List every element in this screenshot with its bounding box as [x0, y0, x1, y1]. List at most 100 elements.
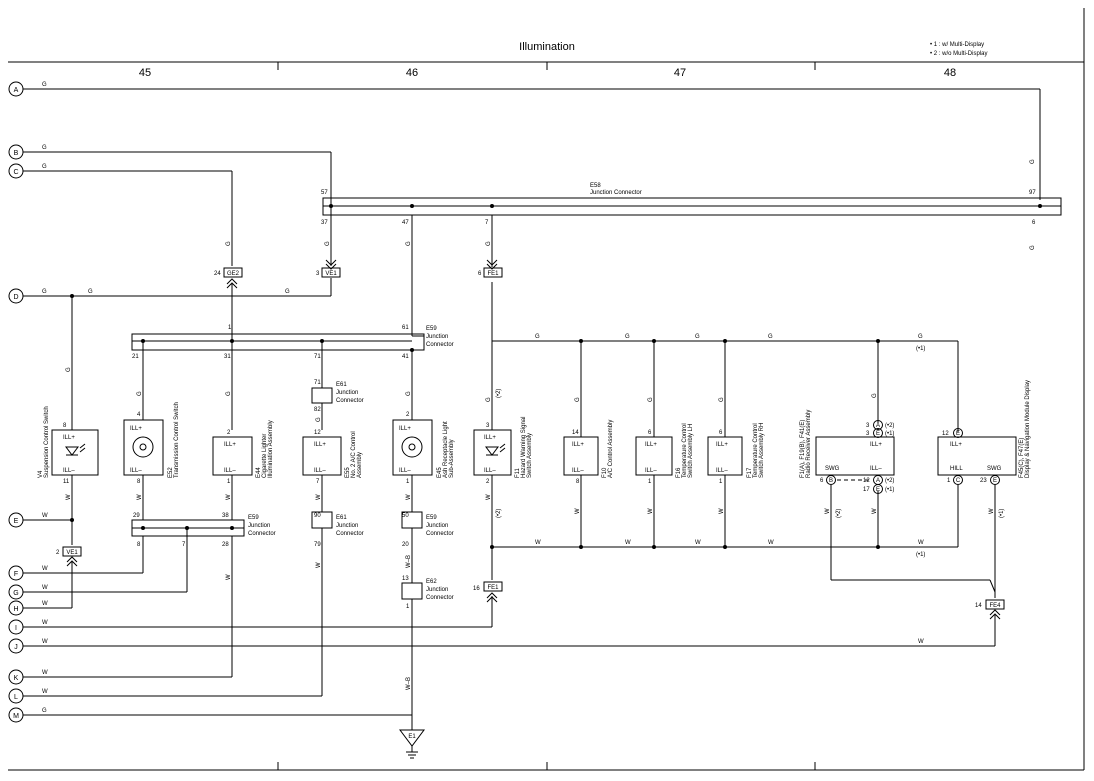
variant-mark: (•2) [885, 478, 894, 484]
wire-color: W [872, 508, 878, 514]
terminal-label: ILL+ [484, 435, 496, 441]
wire-color: G [316, 417, 322, 422]
grid-col-47: 47 [674, 67, 686, 79]
terminal-label: ILL+ [63, 435, 75, 441]
wire-color: W [918, 540, 924, 546]
wire-color: G [535, 334, 540, 340]
connector-code: E59 [426, 515, 437, 521]
component-code: F10 [602, 467, 608, 478]
pin-number: 23 [980, 478, 987, 484]
wire-color: W [42, 566, 48, 572]
pin-number: 2 [406, 412, 410, 418]
wire-color: W [42, 670, 48, 676]
grid-col-48: 48 [944, 67, 956, 79]
connector-name: Junction Connector [590, 190, 642, 196]
wire-letter-e: E [14, 518, 19, 525]
pin-number: 16 [473, 586, 480, 592]
pin-number: 2 [486, 479, 490, 485]
wire-color: G [648, 397, 654, 402]
connector-name: Connector [336, 531, 364, 537]
wire-color: G [285, 289, 290, 295]
connector-code: E59 [248, 515, 259, 521]
wire-color: W [42, 689, 48, 695]
pin-number: 38 [222, 513, 229, 519]
pin-number: 17 [863, 487, 870, 493]
wire-color: G [486, 397, 492, 402]
wire-color: G [226, 241, 232, 246]
pin-number: 13 [402, 576, 409, 582]
pin-number: 12 [314, 430, 321, 436]
pin-number: 14 [572, 430, 579, 436]
pin-number: 12 [942, 431, 949, 437]
pin-number: 1 [227, 479, 231, 485]
wire-color: G [42, 708, 47, 714]
terminal-letter: E [876, 487, 880, 493]
connector-code: E61 [336, 515, 347, 521]
wire-color: G [226, 391, 232, 396]
wire-color: W [42, 585, 48, 591]
terminal-label: HILL [950, 466, 963, 472]
pin-number: 12 [863, 478, 870, 484]
pin-number: 1 [719, 479, 723, 485]
wire-color: W [42, 513, 48, 519]
component-name: Temperature Control [682, 423, 688, 478]
component-code: F16 [676, 467, 682, 478]
connector-name: Junction [426, 587, 448, 593]
pin-number: 1 [947, 478, 951, 484]
wire-color: G [325, 241, 331, 246]
connector-tag: VE1 [66, 550, 78, 556]
connector-code: E58 [590, 183, 601, 189]
wire-letter-i: I [15, 625, 17, 632]
grid-col-45: 45 [139, 67, 151, 79]
connector-name: Connector [426, 531, 454, 537]
component-name: Assembly [357, 452, 363, 478]
wire-color: G [42, 82, 47, 88]
note-2: • 2 : w/o Multi-Display [930, 51, 987, 57]
connector-code: E61 [336, 382, 347, 388]
wire-color: W [575, 508, 581, 514]
pin-number: 61 [402, 325, 409, 331]
wire-color: W [66, 494, 72, 500]
terminal-label: ILL+ [950, 442, 962, 448]
terminal-label: ILL+ [645, 442, 657, 448]
pin-number: 1 [406, 479, 410, 485]
component-name: A/C Control Assembly [608, 420, 614, 478]
component-code: E55 [345, 467, 351, 478]
terminal-label: ILL– [484, 468, 496, 474]
junction-dots [70, 204, 1042, 549]
pin-number: 6 [820, 478, 824, 484]
pin-number: 4 [137, 412, 141, 418]
terminal-label: ILL+ [716, 442, 728, 448]
pin-number: 28 [222, 542, 229, 548]
terminal-label: ILL– [63, 468, 75, 474]
component-code: E45 [437, 467, 443, 478]
pin-number: 31 [224, 354, 231, 360]
pin-number: 8 [137, 479, 141, 485]
wire-letter-k: K [14, 675, 19, 682]
wire-color: W [719, 508, 725, 514]
wire-color: G [42, 145, 47, 151]
pin-number: 7 [485, 220, 489, 226]
component-name: Switch Assembly LH [688, 424, 694, 478]
pin-number: 82 [314, 407, 321, 413]
component-name: Suspension Control Switch [44, 406, 50, 478]
pin-number: 24 [214, 271, 221, 277]
variant-mark: (•1) [885, 487, 894, 493]
component-name: Switch Assembly RH [759, 423, 765, 478]
terminal-label: ILL+ [870, 442, 882, 448]
wire-color: W [316, 562, 322, 568]
wire-color: G [1030, 159, 1036, 164]
variant-mark: (•2) [496, 389, 502, 398]
wire-color: W–B [406, 677, 412, 690]
connector-name: Junction [426, 523, 448, 529]
wire-color: W [226, 574, 232, 580]
variant-mark: (•1) [885, 431, 894, 437]
component-name: No. 2 A/C Control [351, 431, 357, 478]
terminal-label: ILL+ [572, 442, 584, 448]
wire-letter-a: A [14, 87, 19, 94]
pin-number: 14 [975, 603, 982, 609]
pin-number: 41 [402, 354, 409, 360]
variant-mark: (•1) [999, 509, 1005, 518]
component-code: F45(C), F47(E) [1019, 438, 1025, 478]
